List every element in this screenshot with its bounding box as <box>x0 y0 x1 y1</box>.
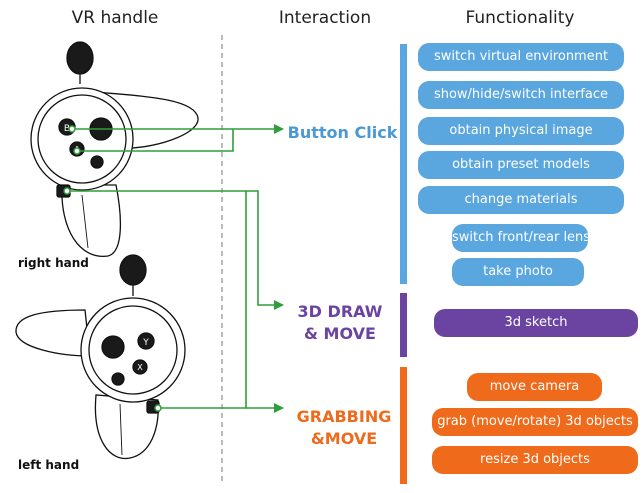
interaction-grabbing-line2: &MOVE <box>310 429 378 448</box>
interaction-3d-draw-line2: & MOVE <box>304 324 376 343</box>
connector-dot-b <box>68 125 76 133</box>
function-show-hide-switch-interface: show/hide/switch interface <box>418 81 624 109</box>
header-vr-handle: VR handle <box>71 8 159 28</box>
right-hand-label: right hand <box>18 256 89 270</box>
function-3d-sketch: 3d sketch <box>434 309 638 337</box>
function-obtain-physical-image: obtain physical image <box>418 117 624 145</box>
right-controller <box>30 41 199 257</box>
right-thumbstick-cap <box>66 41 94 75</box>
button-x <box>132 359 148 375</box>
bracket-grabbing <box>400 367 407 484</box>
button-y-label: Y <box>142 338 149 348</box>
bracket-3d-draw <box>400 293 407 357</box>
function-obtain-preset-models: obtain preset models <box>418 151 624 179</box>
menu-button-left <box>111 372 125 386</box>
left-joystick <box>101 335 125 359</box>
left-grip <box>94 394 159 460</box>
arrow-button-a <box>77 129 234 152</box>
connector-dot-trigger-right <box>63 187 71 195</box>
interaction-grabbing-line1: GRABBING <box>296 407 392 426</box>
left-thumbstick-cap <box>119 254 147 286</box>
function-take-photo: take photo <box>452 258 584 286</box>
left-hand-label: left hand <box>18 458 80 472</box>
interaction-button-click: Button Click <box>287 123 398 142</box>
button-x-label: X <box>137 363 143 372</box>
left-controller <box>15 254 186 460</box>
oculus-button-right <box>90 155 104 169</box>
button-b-label: B <box>64 124 70 134</box>
interaction-3d-draw-line1: 3D DRAW <box>297 302 383 321</box>
button-y <box>137 332 155 350</box>
connector-dot-trigger-left <box>154 404 162 412</box>
interaction-grabbing: GRABBING &MOVE <box>285 406 403 450</box>
function-change-materials: change materials <box>418 186 624 214</box>
function-grab-3d-objects: grab (move/rotate) 3d objects <box>432 408 638 436</box>
interaction-3d-draw: 3D DRAW & MOVE <box>285 301 395 345</box>
header-interaction: Interaction <box>278 8 372 28</box>
left-handle-body <box>15 309 91 357</box>
function-move-camera: move camera <box>467 373 602 401</box>
arrow-trigger-right <box>67 190 284 310</box>
function-switch-front-rear-lens: switch front/rear lens <box>452 224 588 252</box>
function-switch-virtual-environment: switch virtual environment <box>418 43 624 71</box>
function-resize-3d-objects: resize 3d objects <box>432 446 638 474</box>
connector-dot-a <box>73 147 81 155</box>
header-functionality: Functionality <box>465 8 575 28</box>
right-grip <box>61 184 122 257</box>
bracket-button-click <box>400 44 407 284</box>
